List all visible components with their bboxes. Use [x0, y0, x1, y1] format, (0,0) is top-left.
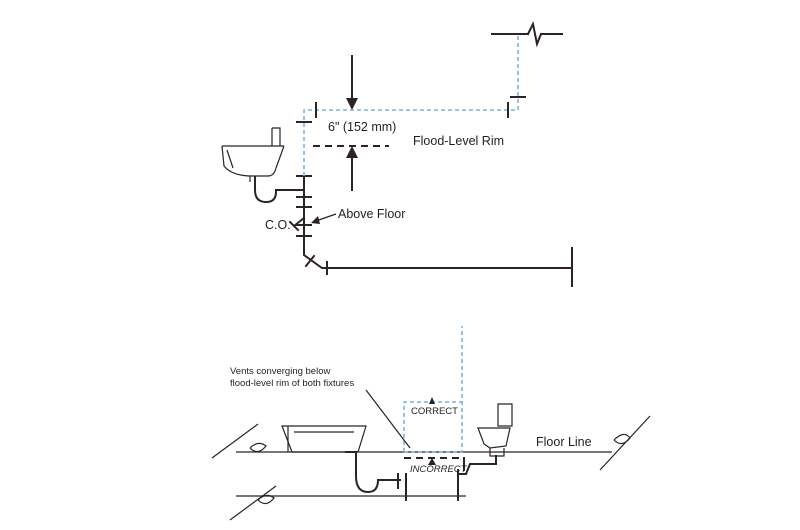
dimension-label: 6" (152 mm) — [328, 120, 396, 134]
correct-arrowhead — [429, 397, 435, 404]
stack-joint-marks — [296, 175, 328, 275]
incorrect-label: INCORRECT — [410, 464, 468, 475]
dimension-arrowhead-up — [346, 146, 358, 158]
incorrect-vent-path — [404, 402, 463, 453]
sink-fixture — [221, 127, 285, 182]
above-floor-label: Above Floor — [338, 207, 405, 221]
callout-leader — [365, 389, 411, 449]
correct-vent-path — [403, 326, 463, 452]
flood-level-rim-label: Flood-Level Rim — [413, 134, 504, 148]
sink-trap — [254, 176, 305, 204]
dimension-arrowhead-down — [346, 98, 358, 110]
lower-diagram: Vents converging below flood-level rim o… — [211, 326, 651, 521]
cleanout-cap — [288, 220, 300, 232]
callout-line-2: flood-level rim of both fixtures — [230, 378, 354, 389]
toilet-drain — [457, 455, 497, 475]
cleanout — [292, 216, 306, 228]
floor-line-label: Floor Line — [536, 435, 592, 449]
toilet-fixture — [477, 403, 513, 457]
vent-break-symbol — [491, 20, 563, 48]
incorrect-arrowhead — [428, 458, 436, 465]
above-floor-arrowhead — [311, 216, 320, 224]
tub-drain — [345, 451, 401, 494]
upper-diagram: C.O. Above Floor 6" (152 mm) Flood-Level… — [221, 20, 573, 287]
callout-line-1: Vents converging below — [230, 366, 330, 377]
correct-label: CORRECT — [411, 406, 458, 417]
vent-line — [303, 34, 519, 176]
cleanout-label: C.O. — [265, 218, 291, 232]
bathtub-fixture — [281, 425, 367, 453]
drain-stack — [303, 175, 573, 269]
